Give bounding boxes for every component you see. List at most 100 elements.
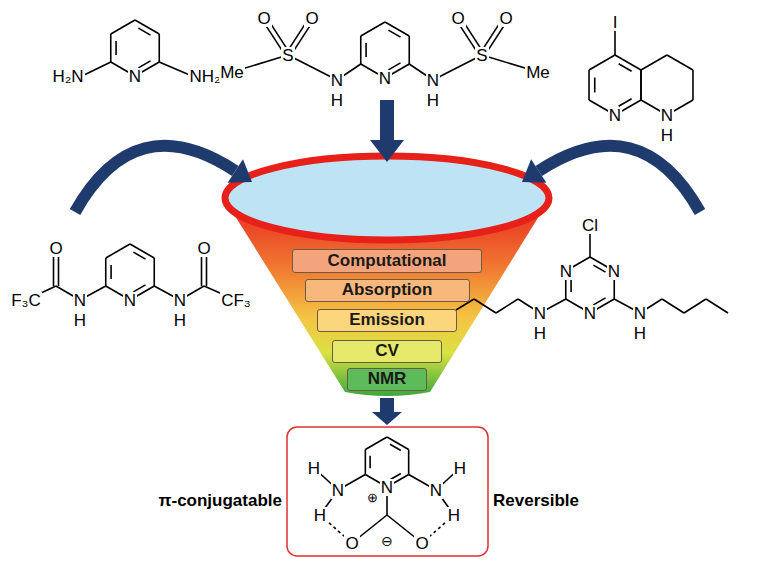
atom-label: H xyxy=(660,127,674,144)
atom-label: ⊖ xyxy=(380,534,394,548)
atom-label: H xyxy=(307,460,321,477)
atom-label: CF₃ xyxy=(220,292,252,309)
atom-label: H xyxy=(453,460,467,477)
atom-label: Me xyxy=(525,64,551,81)
band-label: Absorption xyxy=(342,281,433,300)
bond-line xyxy=(82,62,111,76)
bond-line xyxy=(365,437,387,450)
result-frame xyxy=(287,427,488,556)
atom-label: Me xyxy=(219,64,245,81)
bond-line xyxy=(619,99,632,106)
atom-label: N xyxy=(559,263,573,280)
atom-label: N xyxy=(330,72,344,89)
curved-arrow xyxy=(539,146,700,212)
bond-line xyxy=(588,70,590,100)
atom-label: N xyxy=(608,107,622,124)
bond-line xyxy=(615,55,641,70)
atom-label: N xyxy=(331,482,345,499)
bond-line xyxy=(360,36,362,64)
bond-line xyxy=(640,70,642,100)
bond-line xyxy=(111,20,135,34)
bond-line xyxy=(408,450,410,475)
band-label: Computational xyxy=(328,252,447,271)
bond-line xyxy=(130,244,154,258)
bond-line xyxy=(684,299,706,313)
bond-line xyxy=(640,70,642,100)
atom-label: H xyxy=(633,325,647,342)
atom-label: O xyxy=(450,10,465,27)
atom-label: O xyxy=(304,10,319,27)
atom-label: H xyxy=(73,312,87,329)
bond-line xyxy=(115,41,117,55)
bond-line xyxy=(110,34,112,62)
bond-line xyxy=(110,265,112,279)
atom-label: N xyxy=(73,292,87,309)
band-label: Emission xyxy=(349,311,425,330)
band-label: NMR xyxy=(368,370,407,389)
down-arrow xyxy=(372,398,402,425)
method-band: Emission xyxy=(317,309,457,332)
bond-line xyxy=(135,20,159,34)
bond-line xyxy=(593,265,605,272)
atom-label: NH₂ xyxy=(188,68,221,85)
band-label: CV xyxy=(375,342,399,361)
arrow-head xyxy=(522,159,546,182)
bond-line xyxy=(641,55,667,70)
atom-label: Cl xyxy=(581,217,599,234)
bond-line xyxy=(106,244,130,258)
atom-label: N xyxy=(533,305,547,322)
property-label: Reversible xyxy=(492,492,580,509)
atom-label: N xyxy=(380,479,394,496)
bond-line xyxy=(387,437,409,450)
bond-line xyxy=(706,299,728,313)
bond-line xyxy=(158,34,160,62)
bond-line xyxy=(662,299,684,313)
bond-line xyxy=(133,252,145,259)
bond-line xyxy=(589,55,615,70)
atom-label: O xyxy=(48,240,63,257)
atom-label: O xyxy=(414,535,429,552)
method-band: CV xyxy=(332,340,442,363)
atom-label: O xyxy=(256,10,271,27)
bond-line xyxy=(361,22,385,36)
bond-line xyxy=(474,299,496,313)
atom-label: O xyxy=(196,240,211,257)
method-band: Absorption xyxy=(305,279,470,302)
atom-label: O xyxy=(344,535,359,552)
bond-line xyxy=(667,55,693,70)
atom-label: S xyxy=(281,47,294,64)
down-arrow xyxy=(370,100,404,162)
atom-label: N xyxy=(607,263,621,280)
atom-label: O xyxy=(498,10,513,27)
atom-label: N xyxy=(128,68,142,85)
property-label: π-conjugatable xyxy=(157,492,283,509)
bond-line xyxy=(594,78,596,93)
atom-label: N xyxy=(429,482,443,499)
bond-line xyxy=(159,62,192,76)
atom-label: N xyxy=(633,305,647,322)
atom-label: H xyxy=(173,312,187,329)
arrow-head xyxy=(228,159,252,182)
atom-label: ⊕ xyxy=(366,491,379,504)
atom-label: N xyxy=(173,292,187,309)
atom-label: N xyxy=(123,292,137,309)
bond-line xyxy=(105,258,107,286)
bond-line xyxy=(692,70,694,100)
atom-label: H₂N xyxy=(51,68,84,85)
atom-label: F₃C xyxy=(10,292,42,309)
bond-line xyxy=(365,450,367,475)
bond-line xyxy=(369,456,371,468)
bond-line xyxy=(619,64,632,71)
method-band: NMR xyxy=(347,368,427,391)
atom-label: S xyxy=(475,47,488,64)
method-band: Computational xyxy=(292,249,482,273)
atom-label: N xyxy=(660,107,674,124)
funnel-rim xyxy=(225,156,549,240)
curved-arrow xyxy=(75,146,235,212)
atom-label: H xyxy=(533,325,547,342)
bond-line xyxy=(153,258,155,286)
bond-line xyxy=(570,278,572,292)
atom-label: N xyxy=(378,70,392,87)
